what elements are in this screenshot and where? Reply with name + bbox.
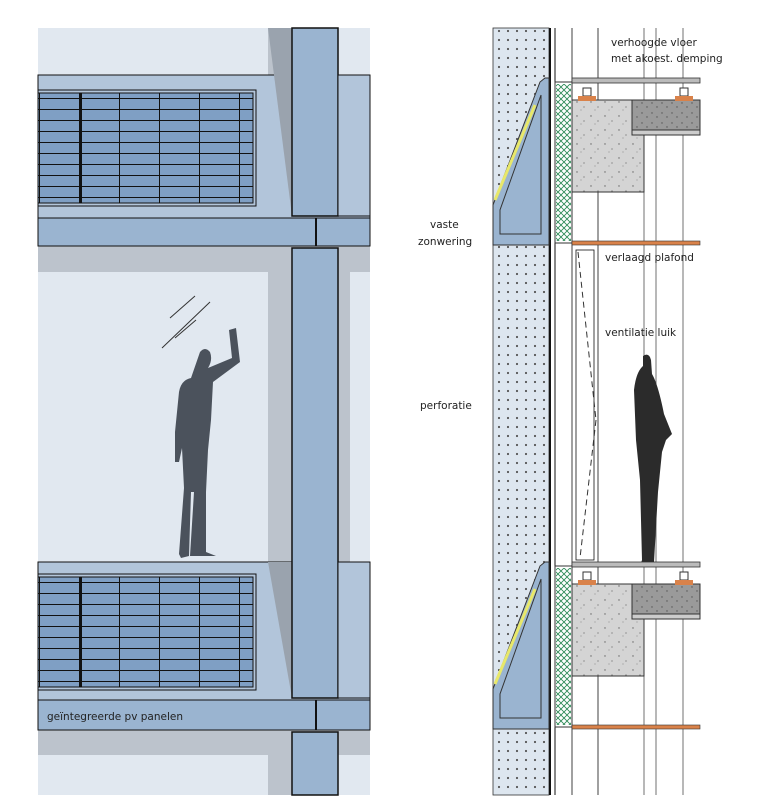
label-raised-floor: verhoogde vloer bbox=[611, 37, 697, 49]
glass-reflection-icon bbox=[161, 295, 211, 349]
label-ventilation-hatch: ventilatie luik bbox=[605, 327, 677, 339]
pv-panel bbox=[37, 573, 257, 691]
label-fixed-shading-2: zonwering bbox=[418, 236, 473, 248]
label-lowered-ceiling: verlaagd plafond bbox=[605, 252, 694, 264]
label-pv-panels: geïntegreerde pv panelen bbox=[47, 711, 184, 723]
person-silhouette bbox=[634, 354, 672, 566]
pv-panel bbox=[37, 89, 257, 207]
section-view bbox=[491, 27, 702, 796]
floor-assembly bbox=[492, 77, 701, 246]
label-acoustic-damping: met akoest. demping bbox=[611, 53, 723, 65]
elevation-view bbox=[37, 27, 371, 796]
label-fixed-shading-1: vaste bbox=[430, 219, 459, 231]
person-silhouette bbox=[175, 328, 240, 558]
label-perforation: perforatie bbox=[420, 400, 472, 412]
